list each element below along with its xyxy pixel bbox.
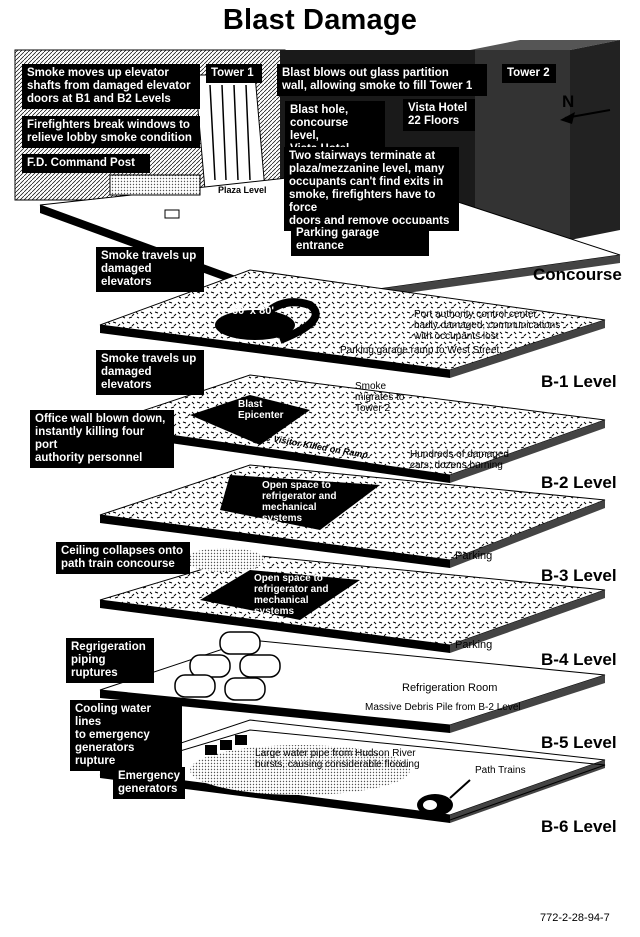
tower-2 <box>470 40 620 240</box>
floor-b5 <box>99 719 606 823</box>
label-parking-entrance: Parking garage entrance <box>291 224 429 256</box>
label-refrigeration-piping: Regrigeration piping ruptures <box>66 638 154 683</box>
level-concourse: Concourse <box>533 265 622 284</box>
label-office-wall: Office wall blown down, instantly killin… <box>30 410 174 468</box>
label-firefighters-windows: Firefighters break windows to relieve lo… <box>22 116 200 148</box>
label-smoke-elevator-shafts: Smoke moves up elevator shafts from dama… <box>22 64 200 109</box>
note-ramp: Parking garage ramp to West Street <box>340 345 500 356</box>
label-vista-hotel: Vista Hotel 22 Floors <box>403 99 475 131</box>
figure-reference: 772-2-28-94-7 <box>540 912 610 924</box>
label-cooling-water: Cooling water lines to emergency generat… <box>70 700 182 771</box>
label-ceiling-collapse: Ceiling collapses onto path train concou… <box>56 542 190 574</box>
floor-b3 <box>99 548 606 653</box>
level-b6: B-6 Level <box>541 817 617 836</box>
page-title: Blast Damage <box>222 4 418 36</box>
floor-b1 <box>99 374 606 483</box>
note-port-authority: Port authority control center badly dama… <box>414 309 561 342</box>
floor-b6 <box>99 729 606 821</box>
note-north: N <box>562 92 575 111</box>
note-parking-b4: Parking <box>455 639 493 651</box>
label-tower-1: Tower 1 <box>206 64 262 83</box>
note-debris-pile: Massive Debris Pile from B-2 Level <box>365 702 521 713</box>
label-emergency-generators: Emergency generators <box>113 767 185 799</box>
note-damaged-cars: Hundreds of damaged cars, dozens burning <box>410 449 509 471</box>
level-b4: B-4 Level <box>541 650 617 669</box>
note-crater: 60' x 80' <box>232 305 274 317</box>
label-stairways: Two stairways terminate at plaza/mezzani… <box>284 147 459 231</box>
note-open-space-b3: Open space to refrigerator and mechanica… <box>254 573 329 617</box>
note-open-space-b2: Open space to refrigerator and mechanica… <box>262 480 337 524</box>
note-water-pipe: Large water pipe from Hudson River burst… <box>255 748 420 770</box>
note-west-st: West St. <box>222 226 258 236</box>
floor-b4 <box>99 631 606 733</box>
level-b5: B-5 Level <box>541 733 617 752</box>
note-parking-b3: Parking <box>455 550 493 562</box>
note-plaza-level: Plaza Level <box>218 185 267 195</box>
level-b1: B-1 Level <box>541 372 617 391</box>
note-refrigeration-room: Refrigeration Room <box>402 682 498 694</box>
level-b2: B-2 Level <box>541 473 617 492</box>
floor-b2 <box>99 464 606 568</box>
note-path-trains: Path Trains <box>475 765 526 776</box>
floor-concourse <box>99 269 606 378</box>
label-blast-glass: Blast blows out glass partition wall, al… <box>277 64 487 96</box>
label-tower-2: Tower 2 <box>502 64 556 83</box>
level-b3: B-3 Level <box>541 566 617 585</box>
label-smoke-travels-2: Smoke travels up damaged elevators <box>96 350 204 395</box>
note-blast-epicenter: Blast Epicenter <box>238 399 284 421</box>
label-fd-command: F.D. Command Post <box>22 154 150 173</box>
note-smoke-migrates: Smoke migrates to Tower 2 <box>355 381 405 414</box>
label-smoke-travels-1: Smoke travels up damaged elevators <box>96 247 204 292</box>
